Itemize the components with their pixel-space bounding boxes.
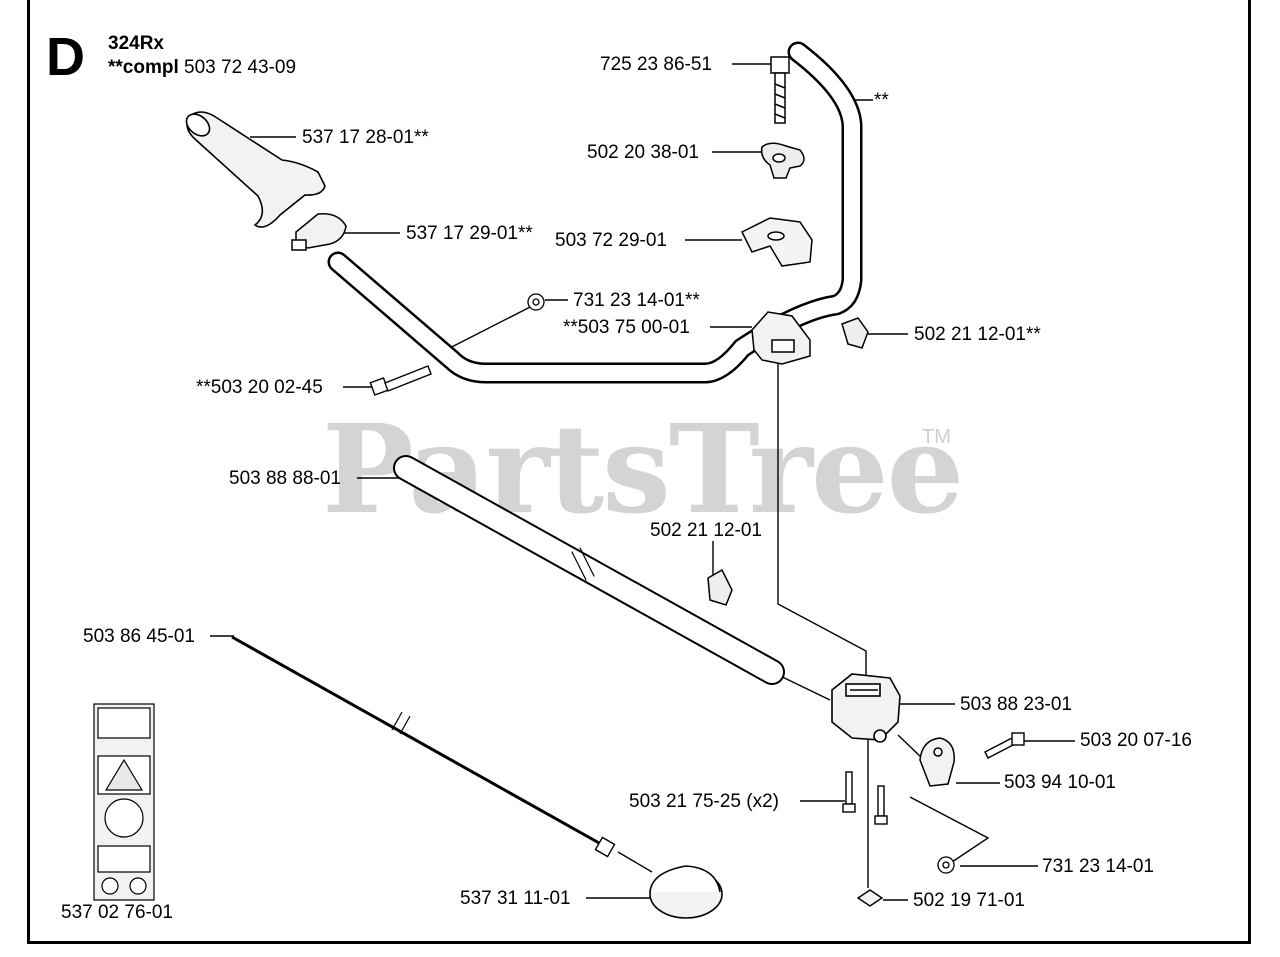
decal-drawing (93, 703, 155, 901)
cup-drawing (649, 865, 723, 919)
assembly-line-shaft-cup (617, 851, 653, 873)
part-label-cup[interactable]: 537 31 11-01 (460, 888, 571, 909)
section-letter: D (46, 27, 85, 87)
nut-left-drawing (527, 293, 545, 311)
grip-drawing (185, 111, 326, 228)
part-label-grip[interactable]: 537 17 28-01** (302, 127, 429, 148)
screw-right-drawing (984, 732, 1025, 759)
assembly-line-screw-nut (435, 303, 537, 356)
part-label-screw-right[interactable]: 503 20 07-16 (1080, 730, 1192, 751)
part-label-wing-nut[interactable]: 502 20 38-01 (587, 142, 699, 163)
complete-assembly: **compl 503 72 43-09 (108, 58, 296, 77)
assembly-line-nut-bottom (909, 796, 990, 863)
clip-top-drawing (841, 317, 869, 349)
drive-shaft-drawing (231, 635, 616, 858)
watermark-trademark: TM (922, 426, 951, 448)
part-label-nut-left[interactable]: 731 23 14-01** (573, 290, 700, 311)
plate-drawing (856, 889, 884, 907)
part-label-screw-left[interactable]: **503 20 02-45 (196, 377, 323, 398)
part-label-bolt-top[interactable]: 725 23 86-51 (600, 54, 712, 75)
part-label-clamp-cap[interactable]: 503 72 29-01 (555, 230, 667, 251)
handlebar (327, 41, 863, 384)
clamp-body-drawing (831, 673, 901, 743)
diagram-frame (27, 0, 1251, 944)
clamp-part-drawing (919, 737, 955, 787)
part-label-handle-bracket[interactable]: **503 75 00-01 (563, 317, 690, 338)
clip-mid-drawing (707, 568, 733, 606)
screws-x2-drawing (842, 771, 888, 825)
clamp-cap-drawing (740, 217, 813, 267)
screw-left-drawing (369, 365, 432, 396)
part-label-handle-note[interactable]: ** (874, 90, 889, 111)
nut-bottom-drawing (937, 856, 955, 874)
compl-prefix: **compl (108, 57, 179, 78)
shaft-tube-drawing (393, 455, 785, 685)
bolt-top-drawing (770, 56, 790, 124)
part-label-drive-shaft[interactable]: 503 86 45-01 (83, 626, 195, 647)
part-label-cable-clip[interactable]: 502 21 12-01 (650, 520, 762, 541)
part-label-clamp-body[interactable]: 503 88 23-01 (960, 694, 1072, 715)
compl-number: 503 72 43-09 (184, 57, 297, 78)
part-label-nut-bottom[interactable]: 731 23 14-01 (1042, 856, 1154, 877)
handle-bracket-drawing (751, 311, 811, 365)
part-label-plate[interactable]: 502 19 71-01 (913, 890, 1025, 911)
part-label-decal[interactable]: 537 02 76-01 (61, 902, 173, 923)
part-label-screws-x2[interactable]: 503 21 75-25 (x2) (629, 791, 779, 812)
part-label-clamp-part[interactable]: 503 94 10-01 (1004, 772, 1116, 793)
grip-clamp-drawing (291, 213, 347, 251)
part-label-cable-clip-top[interactable]: 502 21 12-01** (914, 324, 1041, 345)
assembly-line-to-clamp (777, 603, 867, 681)
wing-nut-drawing (760, 142, 805, 179)
part-label-grip-clamp[interactable]: 537 17 29-01** (406, 223, 533, 244)
model-name: 324Rx (108, 33, 164, 54)
assembly-line-clamp-part (897, 734, 925, 761)
part-label-shaft-tube[interactable]: 503 88 88-01 (229, 468, 341, 489)
